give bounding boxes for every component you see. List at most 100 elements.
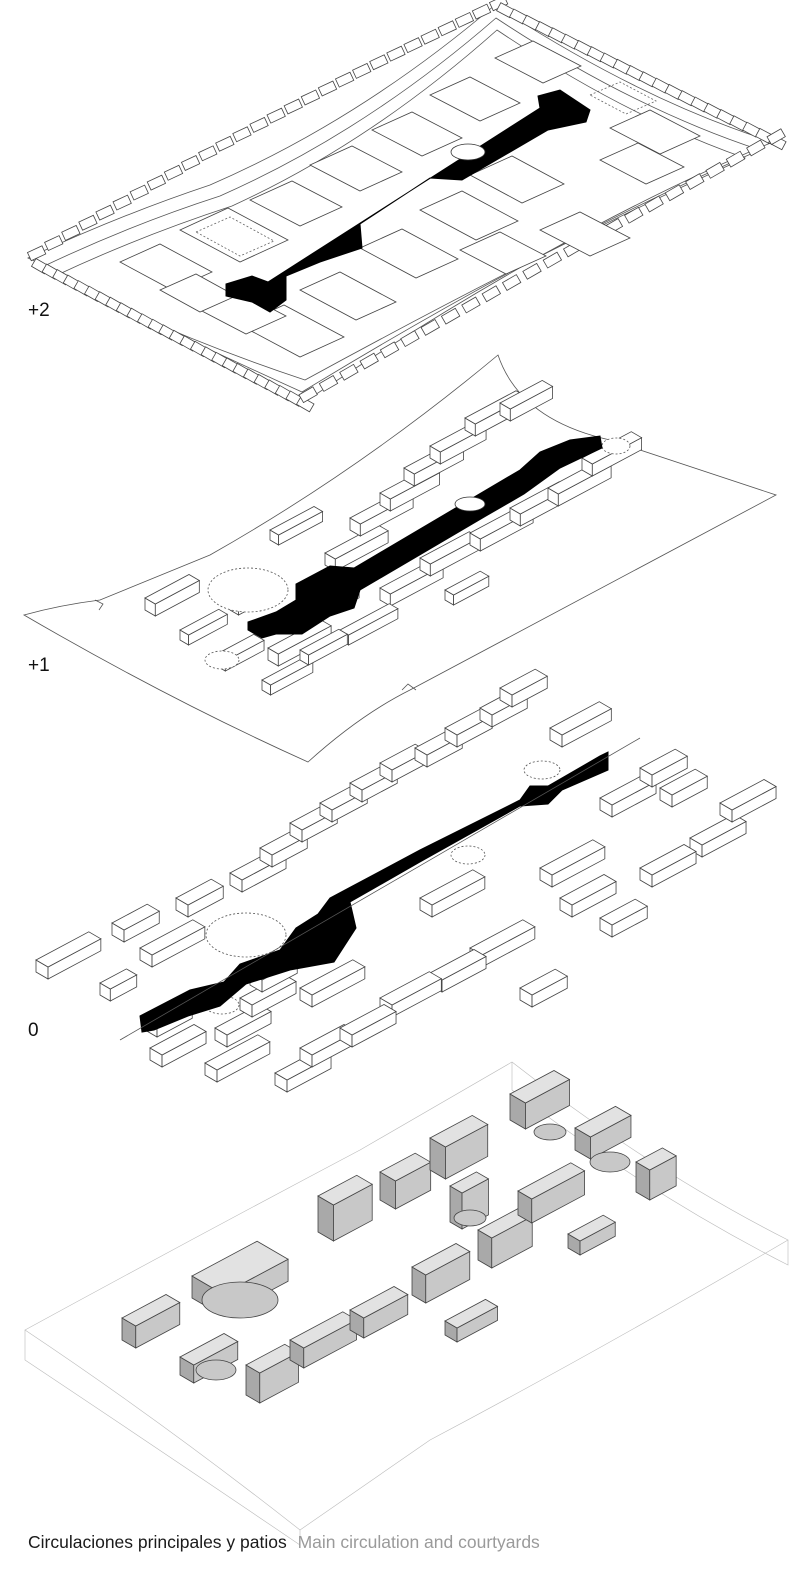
roof-tile (725, 150, 746, 168)
box-top (175, 878, 225, 906)
roof-tile (300, 89, 321, 106)
plus1-block (269, 506, 324, 546)
ground-block (419, 869, 486, 918)
box-top (349, 1286, 409, 1319)
ground-block (499, 668, 549, 708)
roof-tile (522, 262, 542, 280)
roof-tile (61, 224, 81, 241)
courtyard-volume (429, 1114, 489, 1180)
courtyard-circle (589, 1151, 631, 1173)
roof-tile (461, 296, 481, 314)
roof-tile (26, 245, 47, 262)
roof-tile (403, 37, 423, 54)
roof-tile (78, 214, 98, 231)
roof-tile (283, 98, 303, 115)
courtyard-volume (317, 1174, 374, 1242)
roof-tile (685, 173, 705, 191)
roof-tile (163, 164, 184, 181)
level-plus1-courtyards (204, 437, 631, 670)
ground-block (689, 814, 747, 858)
roof-tile (95, 204, 115, 221)
ground-block (299, 959, 366, 1008)
plus1-block (144, 574, 201, 617)
box-top (639, 748, 689, 776)
roof-tile (440, 307, 461, 325)
courtyard-circle (533, 1123, 567, 1141)
courtyard-volume (635, 1147, 677, 1201)
roof-tile (454, 11, 475, 28)
box-top (499, 668, 549, 696)
level-label-0: 0 (28, 1020, 39, 1041)
courtyard-volume (121, 1294, 181, 1349)
box-top (379, 971, 443, 1006)
box-top (179, 1333, 239, 1366)
courtyard-volume (517, 1162, 586, 1224)
roof-tile (198, 145, 218, 162)
roof-tile (437, 20, 457, 37)
box-top (499, 379, 554, 410)
roof-tile (266, 107, 286, 124)
roof-tile (542, 251, 563, 269)
roof-tile (624, 206, 644, 224)
courtyard-volume (509, 1070, 571, 1130)
courtyard-volumes (121, 1070, 677, 1404)
roof-tile (644, 195, 664, 213)
ground-block (539, 839, 606, 888)
courtyard-circle (201, 1281, 279, 1319)
ground-block (204, 1034, 271, 1083)
roof-tile (766, 128, 786, 146)
courtyard-circle (195, 1359, 237, 1381)
courtyard-volume (411, 1243, 471, 1304)
box-top (299, 628, 349, 656)
courtyard-circle (453, 1209, 487, 1227)
box-top (559, 874, 617, 906)
box-top (635, 1147, 677, 1171)
plus1-block (499, 379, 554, 422)
plus1-block (419, 531, 481, 577)
box-top (411, 1243, 471, 1276)
box-top (599, 898, 649, 926)
box-top (204, 1034, 271, 1071)
level-plus1-circulation (247, 435, 603, 639)
ground-block (719, 779, 777, 823)
roof-tile (146, 174, 167, 191)
roof-tile (339, 363, 359, 381)
courtyard-volume (349, 1286, 409, 1339)
box-top (149, 1024, 207, 1056)
box-top (99, 968, 138, 990)
roof-tile (471, 3, 492, 20)
plus1-block (267, 619, 332, 667)
box-top (574, 1105, 632, 1138)
box-top (35, 931, 102, 968)
box-top (111, 903, 161, 931)
roof-tile (481, 285, 502, 303)
ground-block (99, 968, 138, 1002)
level-plus2-blocks (119, 40, 701, 358)
box-top (419, 869, 486, 906)
level-label-plus2: +2 (28, 300, 50, 321)
box-top (179, 608, 229, 636)
box-top (549, 701, 613, 736)
ground-block (559, 874, 617, 918)
roof-tile (420, 28, 440, 45)
level-plus2-roof-tiles (26, 0, 787, 413)
box-top (139, 919, 206, 956)
box-top (299, 959, 366, 996)
ground-block (339, 1004, 397, 1048)
roof-tile (318, 375, 339, 392)
ground-block (659, 768, 709, 808)
roof-tile (249, 116, 269, 133)
roof-tile (705, 161, 725, 179)
level-label-plus1: +1 (28, 655, 50, 676)
roof-tile (369, 54, 389, 71)
roof-tile (400, 330, 420, 348)
box-top (269, 506, 324, 536)
roof-tile (215, 135, 235, 152)
ground-block (549, 701, 613, 748)
plus1-block (299, 628, 349, 666)
roof-tile (359, 352, 379, 370)
roof-tile (501, 274, 522, 291)
box-top (519, 968, 569, 996)
box-top (639, 844, 697, 876)
